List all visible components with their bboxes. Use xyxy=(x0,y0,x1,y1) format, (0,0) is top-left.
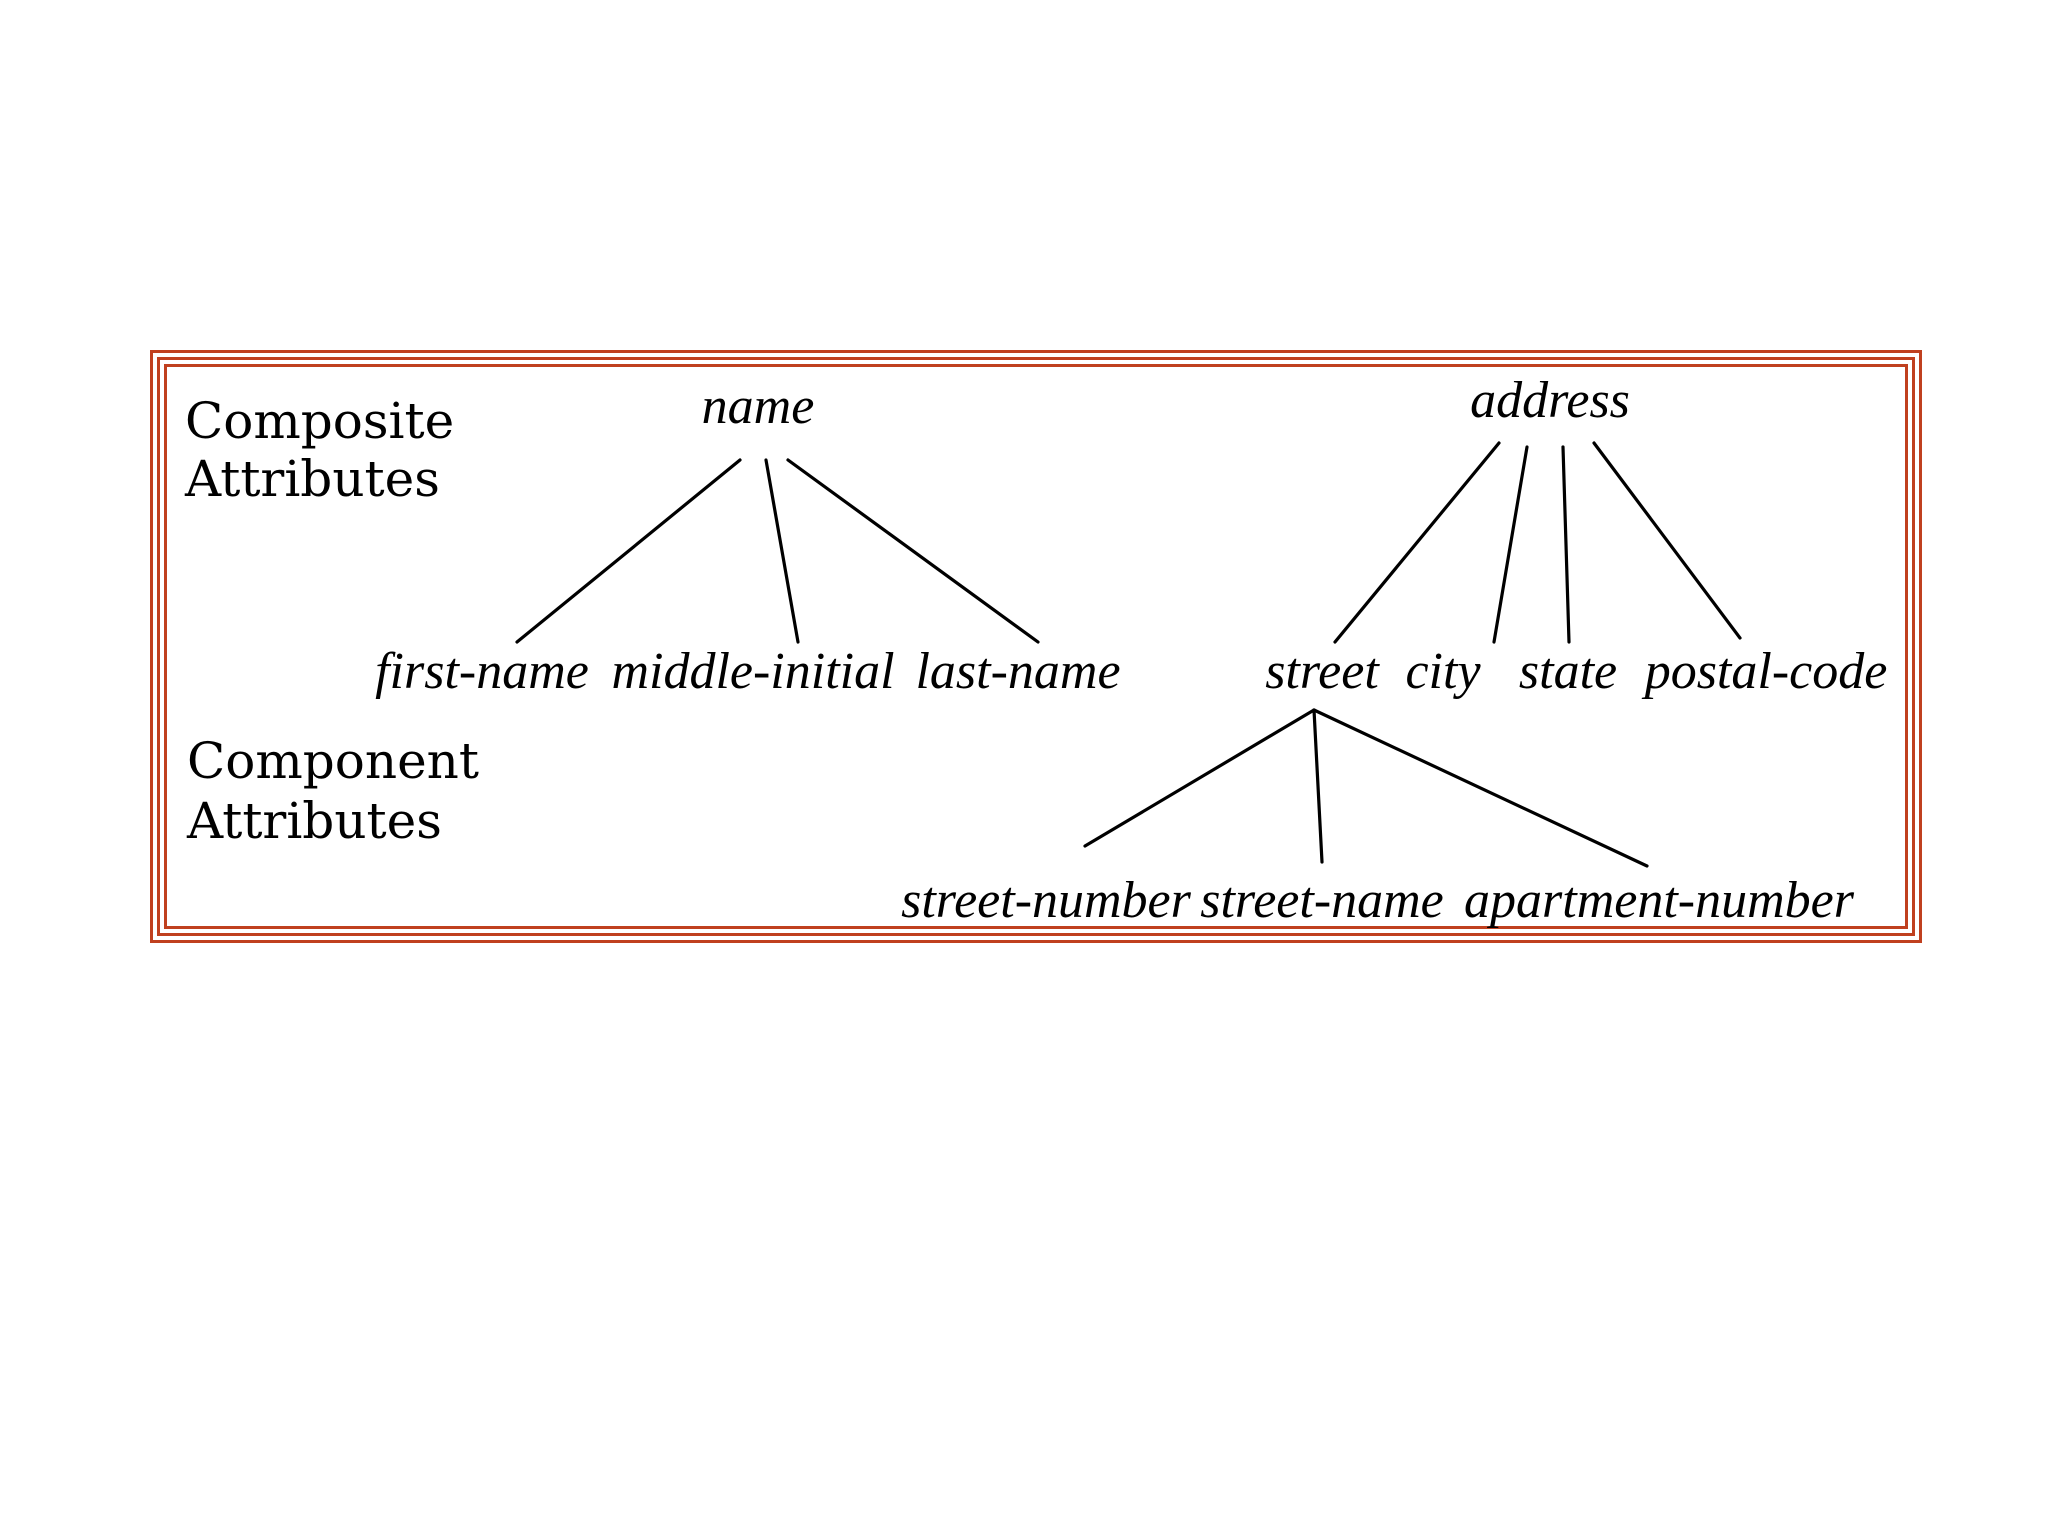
edge-street-street-number xyxy=(1083,708,1316,848)
edge-address-state xyxy=(1561,445,1571,644)
attr-postal-code: postal-code xyxy=(1641,643,1888,700)
edge-name-last-name xyxy=(786,458,1040,644)
edge-street-street-name xyxy=(1312,708,1324,864)
attr-street-number: street-number xyxy=(901,872,1192,929)
composite-label-line2: Attributes xyxy=(184,450,440,508)
attr-address: address xyxy=(1470,372,1630,429)
attr-last-name: last-name xyxy=(915,643,1120,700)
edge-address-city xyxy=(1492,445,1529,644)
attr-street-name: street-name xyxy=(1200,872,1444,929)
edge-street-apartment-number xyxy=(1312,708,1649,868)
composite-label-line1: Composite xyxy=(185,392,454,450)
edge-address-postal-code xyxy=(1592,441,1742,640)
attr-apartment-number: apartment-number xyxy=(1464,872,1855,929)
edge-name-middle-initial xyxy=(764,458,800,644)
edge-address-street xyxy=(1333,441,1501,644)
attr-state: state xyxy=(1519,643,1617,700)
attr-city: city xyxy=(1405,643,1481,700)
edge-name-first-name xyxy=(515,458,742,644)
attr-first-name: first-name xyxy=(375,643,589,700)
attr-street: street xyxy=(1265,643,1380,700)
component-label-line2: Attributes xyxy=(186,792,442,850)
attr-middle-initial: middle-initial xyxy=(611,643,894,700)
attr-name: name xyxy=(702,378,815,435)
component-label-line1: Component xyxy=(187,732,479,790)
